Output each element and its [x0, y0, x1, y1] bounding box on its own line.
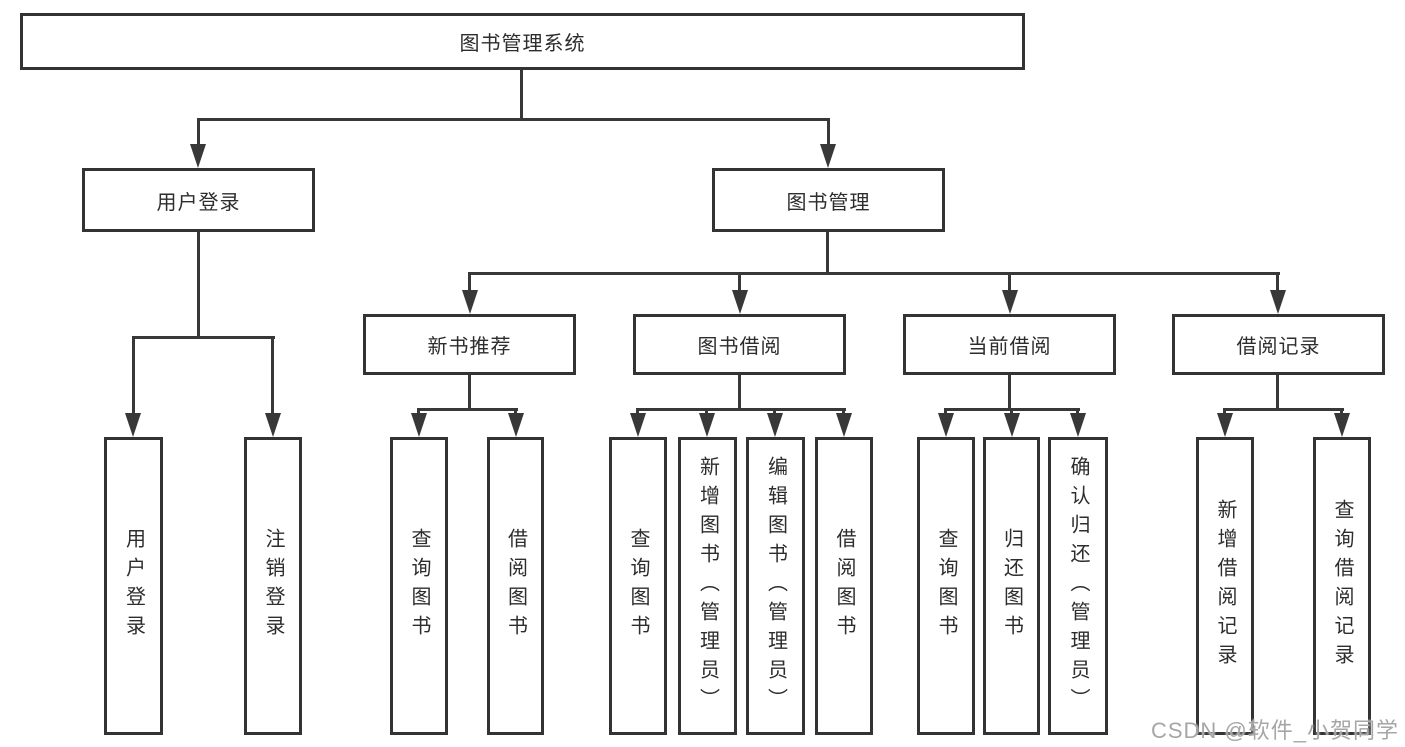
node-book-borrow: 图书借阅 [633, 314, 846, 375]
leaf-borrow-books-recommend-label: 借阅图书 [504, 528, 527, 644]
leaf-edit-book-admin: 编辑图书（管理员） [746, 437, 805, 735]
leaf-logout: 注销登录 [244, 437, 302, 735]
leaf-query-books-recommend-label: 查询图书 [408, 528, 430, 644]
connector-records-bar [1223, 408, 1344, 411]
node-new-book-recommend-label: 新书推荐 [427, 336, 512, 358]
connector-root-drop-right [827, 121, 830, 144]
connector-records-stub [1276, 375, 1279, 408]
arrow-down-icon [508, 413, 524, 437]
connector-userlogin-stub [197, 232, 200, 336]
connector-borrow-bar [636, 408, 846, 411]
leaf-add-borrow-record-label: 新增借阅记录 [1214, 499, 1236, 673]
leaf-confirm-return-admin-label: 确认归还（管理员） [1067, 455, 1089, 717]
arrow-down-icon [190, 144, 206, 168]
leaf-query-borrow-record-label: 查询借阅记录 [1331, 499, 1353, 673]
arrow-down-icon [411, 413, 427, 437]
leaf-confirm-return-admin: 确认归还（管理员） [1048, 437, 1108, 735]
node-book-borrow-label: 图书借阅 [697, 336, 782, 358]
leaf-query-borrow-record: 查询借阅记录 [1313, 437, 1371, 735]
connector-root-drop-left [197, 121, 200, 144]
leaf-add-borrow-record: 新增借阅记录 [1196, 437, 1254, 735]
connector-bookmgmt-bar [468, 272, 1280, 275]
arrow-down-icon [265, 413, 281, 437]
connector-userlogin-drop-2 [271, 339, 274, 413]
leaf-query-books-current-label: 查询图书 [935, 528, 957, 644]
arrow-down-icon [1217, 413, 1233, 437]
arrow-down-icon [630, 413, 646, 437]
arrow-down-icon [462, 290, 478, 314]
connector-bookmgmt-drop-2 [738, 275, 741, 291]
leaf-borrow-books: 借阅图书 [815, 437, 873, 735]
connector-bookmgmt-drop-1 [468, 275, 471, 291]
connector-bookmgmt-drop-4 [1276, 275, 1279, 291]
arrow-down-icon [1270, 290, 1286, 314]
connector-userlogin-drop-1 [132, 339, 135, 413]
connector-current-stub [1008, 375, 1011, 408]
leaf-return-books: 归还图书 [983, 437, 1040, 735]
node-user-login: 用户登录 [82, 168, 315, 232]
leaf-query-books-recommend: 查询图书 [390, 437, 448, 735]
node-root: 图书管理系统 [20, 13, 1025, 70]
connector-bookmgmt-drop-3 [1008, 275, 1011, 291]
leaf-query-books-current: 查询图书 [917, 437, 975, 735]
leaf-add-book-admin-label: 新增图书（管理员） [696, 455, 719, 717]
node-current-borrow-label: 当前借阅 [967, 336, 1052, 358]
arrow-down-icon [836, 413, 852, 437]
connector-root-stub [520, 70, 523, 118]
connector-root-bar [197, 118, 830, 121]
arrow-down-icon [1334, 413, 1350, 437]
arrow-down-icon [732, 290, 748, 314]
leaf-user-login-label: 用户登录 [122, 528, 145, 644]
connector-borrow-stub [738, 375, 741, 408]
leaf-query-books-borrow: 查询图书 [609, 437, 667, 735]
arrow-down-icon [125, 413, 141, 437]
connector-userlogin-bar [132, 336, 275, 339]
node-new-book-recommend: 新书推荐 [363, 314, 576, 375]
arrow-down-icon [1070, 413, 1086, 437]
leaf-edit-book-admin-label: 编辑图书（管理员） [764, 455, 787, 717]
connector-recommend-bar [417, 408, 518, 411]
leaf-user-login: 用户登录 [104, 437, 163, 735]
arrow-down-icon [820, 144, 836, 168]
node-borrow-records-label: 借阅记录 [1236, 336, 1321, 358]
connector-current-bar [944, 408, 1080, 411]
node-root-label: 图书管理系统 [459, 33, 586, 55]
connector-recommend-stub [468, 375, 471, 408]
node-borrow-records: 借阅记录 [1172, 314, 1385, 375]
connector-bookmgmt-stub [826, 232, 829, 272]
arrow-down-icon [1004, 413, 1020, 437]
leaf-query-books-borrow-label: 查询图书 [627, 528, 649, 644]
node-book-management: 图书管理 [712, 168, 945, 232]
node-current-borrow: 当前借阅 [903, 314, 1116, 375]
arrow-down-icon [1002, 290, 1018, 314]
node-book-management-label: 图书管理 [786, 191, 871, 214]
arrow-down-icon [767, 413, 783, 437]
csdn-watermark: CSDN @软件_小贺同学 [1150, 718, 1399, 743]
leaf-add-book-admin: 新增图书（管理员） [678, 437, 737, 735]
leaf-return-books-label: 归还图书 [1000, 528, 1023, 644]
arrow-down-icon [699, 413, 715, 437]
leaf-logout-label: 注销登录 [262, 528, 284, 644]
arrow-down-icon [938, 413, 954, 437]
node-user-login-label: 用户登录 [156, 191, 241, 214]
leaf-borrow-books-label: 借阅图书 [833, 528, 855, 644]
leaf-borrow-books-recommend: 借阅图书 [487, 437, 544, 735]
